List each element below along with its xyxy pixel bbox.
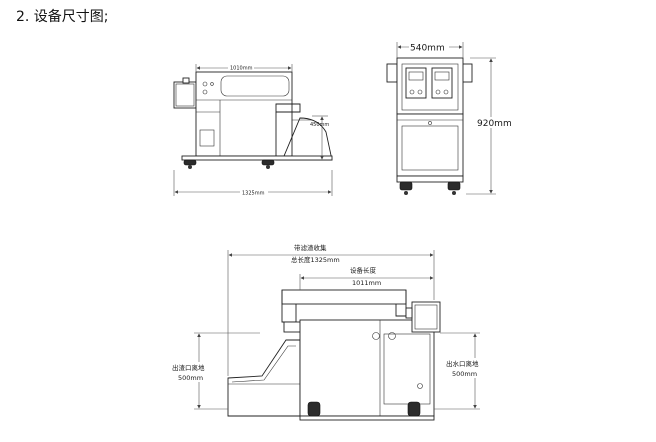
side-height-label: 450mm xyxy=(310,122,329,128)
lower-left-line1: 出渣口离地 xyxy=(172,363,205,372)
side-width-label: 1010mm xyxy=(230,66,253,72)
lower-device-line1: 设备长度 xyxy=(350,266,377,275)
section-heading: 2. 设备尺寸图; xyxy=(16,9,109,25)
lower-total-line2: 总长度1325mm xyxy=(291,255,340,264)
front-height-label: 920mm xyxy=(477,119,512,129)
lower-device-line2: 1011mm xyxy=(352,279,381,287)
lower-right-line1: 出水口离地 xyxy=(446,359,479,368)
lower-left-line2: 500mm xyxy=(178,374,203,382)
side-view-drawing: 1010mm 450mm 1325mm xyxy=(173,64,333,197)
front-width-label: 540mm xyxy=(410,44,445,54)
lower-total-line1: 带滤渣收集 xyxy=(294,243,327,252)
lower-view-drawing: 带滤渣收集 总长度1325mm 设备长度 1011mm 出渣口离地 500mm … xyxy=(170,243,496,421)
front-view-drawing: 540mm 920mm xyxy=(386,41,512,195)
side-total-label: 1325mm xyxy=(242,191,265,197)
lower-right-line2: 500mm xyxy=(452,370,477,378)
